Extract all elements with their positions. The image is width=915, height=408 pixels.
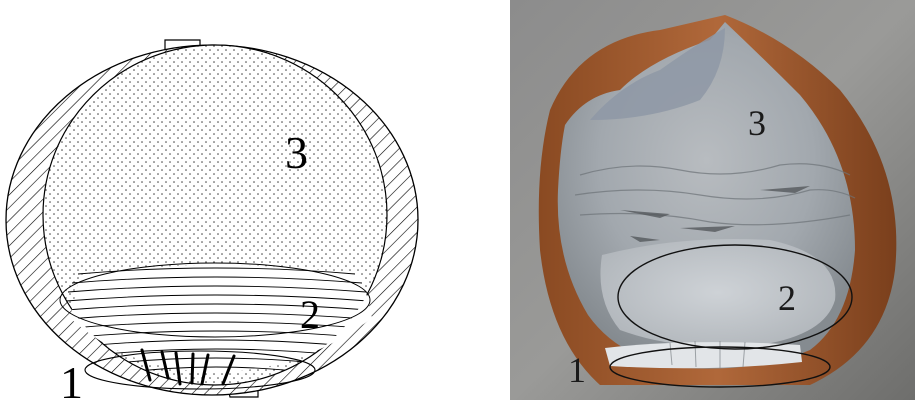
schematic-label-zone1: 1 bbox=[60, 360, 83, 406]
schematic-label-zone3: 3 bbox=[285, 130, 308, 176]
photo-label-zone2: 2 bbox=[778, 280, 796, 316]
photo-label-zone1: 1 bbox=[568, 352, 586, 388]
schematic-drawing bbox=[0, 0, 500, 400]
photo-label-zone3: 3 bbox=[748, 105, 766, 141]
fracture-schematic: 3 2 1 bbox=[0, 0, 500, 400]
fracture-photo: 3 2 1 bbox=[510, 0, 915, 400]
photo-image bbox=[510, 0, 915, 400]
schematic-label-zone2: 2 bbox=[300, 295, 320, 335]
